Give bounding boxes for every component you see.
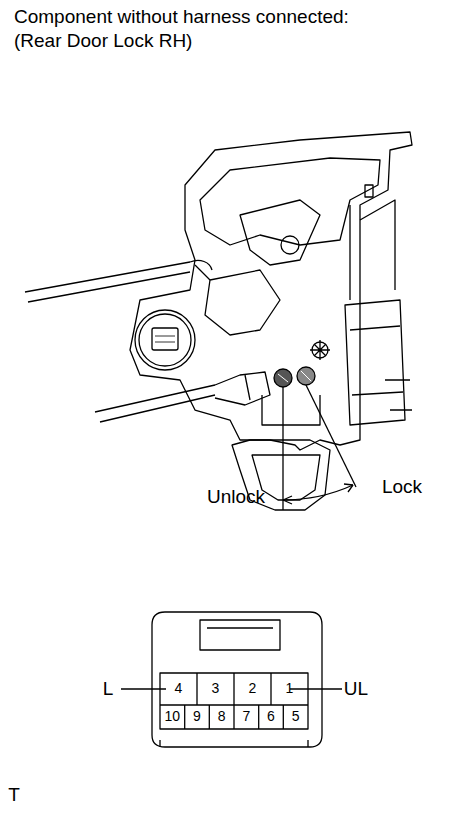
pin-number: 5 [292,709,300,724]
pin-number: 9 [193,709,201,724]
pin-name: UL [344,679,368,700]
pin-name: L [103,679,114,700]
pin-number: 8 [218,709,226,724]
pin-number: 7 [242,709,250,724]
subtitle: (Rear Door Lock RH) [14,31,192,52]
pin-number: 6 [267,709,275,724]
position-label: Lock [382,477,422,498]
pin-number: 10 [165,709,181,724]
pin-number: 3 [212,681,220,696]
pin-number: 1 [286,681,294,696]
pin-number: 2 [249,681,257,696]
pin-number: 4 [175,681,183,696]
figure-code: T [8,785,20,806]
figure-title: Component without harness connected: [14,7,349,28]
position-label: Unlock [207,487,265,508]
